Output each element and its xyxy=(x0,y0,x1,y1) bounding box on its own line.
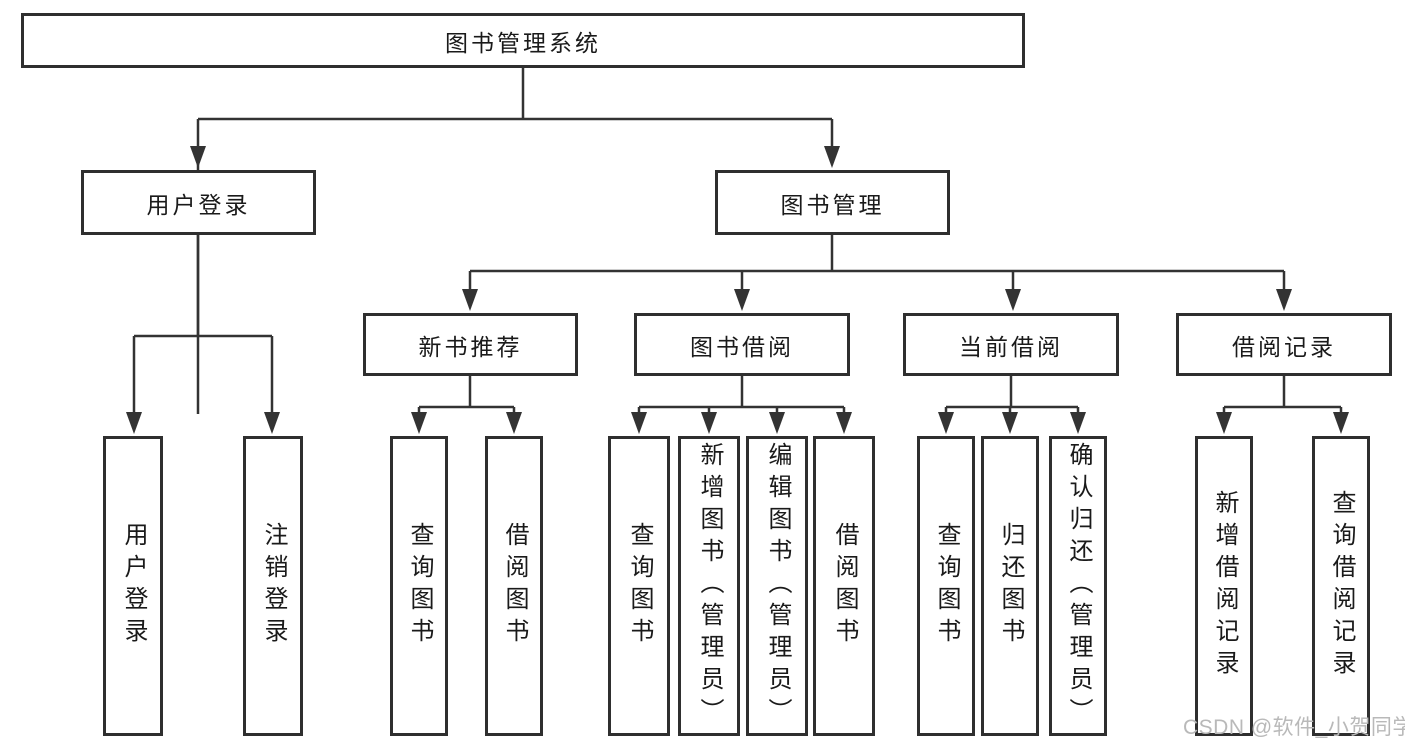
arrowheads xyxy=(126,146,1349,434)
leaf-label: 查询图书 xyxy=(406,522,433,650)
leaf-label: 查询借阅记录 xyxy=(1328,490,1355,682)
leaf-return-books: 归还图书 xyxy=(981,436,1039,736)
leaf-label: 查询图书 xyxy=(933,522,960,650)
node-label: 图书借阅 xyxy=(690,333,794,360)
leaf-label: 确认归还（管理员） xyxy=(1065,442,1092,730)
node-book-borrowing: 图书借阅 xyxy=(634,313,850,376)
csdn-watermark: CSDN @软件_小贺同学 xyxy=(1183,716,1405,739)
leaf-label: 新增借阅记录 xyxy=(1211,490,1238,682)
node-current-borrowing: 当前借阅 xyxy=(903,313,1119,376)
node-user-login: 用户登录 xyxy=(81,170,316,235)
leaf-label: 查询图书 xyxy=(626,522,653,650)
leaf-edit-books-admin: 编辑图书（管理员） xyxy=(746,436,808,736)
node-label: 新书推荐 xyxy=(418,333,523,360)
leaf-label: 编辑图书（管理员） xyxy=(764,442,791,730)
leaf-add-books-admin: 新增图书（管理员） xyxy=(678,436,740,736)
node-label: 当前借阅 xyxy=(959,333,1063,360)
leaf-user-login: 用户登录 xyxy=(103,436,163,736)
leaf-label: 归还图书 xyxy=(997,522,1024,650)
leaf-query-borrow-record: 查询借阅记录 xyxy=(1312,436,1370,736)
leaf-query-books-current: 查询图书 xyxy=(917,436,975,736)
node-borrowing-records: 借阅记录 xyxy=(1176,313,1392,376)
node-new-book-recommendation: 新书推荐 xyxy=(363,313,578,376)
leaf-query-books-borrowing: 查询图书 xyxy=(608,436,670,736)
node-label: 借阅记录 xyxy=(1232,333,1336,360)
leaf-label: 注销登录 xyxy=(260,522,287,650)
leaf-borrow-books-borrowing: 借阅图书 xyxy=(813,436,875,736)
node-library-management-system: 图书管理系统 xyxy=(21,13,1025,68)
leaf-label: 新增图书（管理员） xyxy=(696,442,723,730)
node-book-management: 图书管理 xyxy=(715,170,950,235)
leaf-label: 借阅图书 xyxy=(831,522,858,650)
node-label: 用户登录 xyxy=(146,191,251,218)
leaf-add-borrow-record: 新增借阅记录 xyxy=(1195,436,1253,736)
leaf-label: 借阅图书 xyxy=(501,522,528,650)
leaf-logout: 注销登录 xyxy=(243,436,303,736)
leaf-borrow-books-recommend: 借阅图书 xyxy=(485,436,543,736)
leaf-query-books-recommend: 查询图书 xyxy=(390,436,448,736)
leaf-confirm-return-admin: 确认归还（管理员） xyxy=(1049,436,1107,736)
leaf-label: 用户登录 xyxy=(120,522,147,650)
node-label: 图书管理 xyxy=(780,191,885,218)
node-label: 图书管理系统 xyxy=(445,29,601,56)
